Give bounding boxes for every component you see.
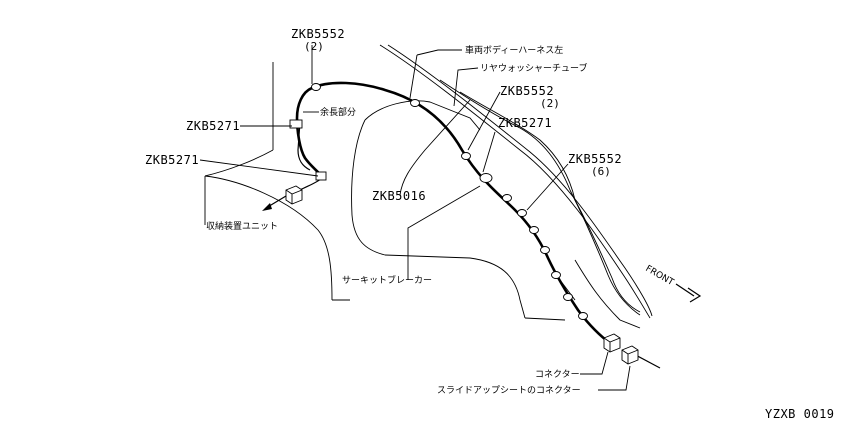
label-zkb5552-top: ZKB5552 <box>291 27 345 41</box>
label-front: FRONT <box>644 264 676 288</box>
label-zkb5271-left-lower: ZKB5271 <box>145 153 199 167</box>
label-storage-unit: 収納装置ユニット <box>206 220 278 232</box>
label-circuit-breaker: サーキットブレーカー <box>342 274 432 286</box>
label-rear-washer-tube: リヤウォッシャーチューブ <box>480 62 587 74</box>
figure-code: YZXB 0019 <box>765 407 835 421</box>
clip <box>551 271 561 279</box>
arrow-to-storage-unit <box>262 195 287 211</box>
clip <box>578 312 588 320</box>
label-zkb5552-mid: ZKB5552 <box>500 84 554 98</box>
label-zkb5271-mid: ZKB5271 <box>498 116 552 130</box>
harness-clips <box>289 83 588 320</box>
clip <box>461 152 471 160</box>
clip <box>410 99 420 107</box>
clip <box>563 293 573 301</box>
label-connector: コネクター <box>535 369 580 380</box>
front-direction-arrow <box>675 283 702 303</box>
vehicle-body-harness <box>294 81 661 369</box>
clip <box>540 246 550 254</box>
connectors <box>285 185 639 365</box>
leader-lines <box>199 45 631 391</box>
label-zkb5552-right: ZKB5552 <box>568 152 622 166</box>
clip <box>529 226 539 234</box>
clip <box>517 209 527 217</box>
label-excess-length: 余長部分 <box>320 106 356 118</box>
label-zkb5552-right-qty: (6) <box>591 165 611 178</box>
label-body-harness-left: 車両ボディーハーネス左 <box>465 44 563 56</box>
label-zkb5271-left-upper: ZKB5271 <box>186 119 240 133</box>
label-zkb5552-top-qty: (2) <box>304 40 324 53</box>
body-outline <box>204 44 653 329</box>
label-slide-up-seat-connector: スライドアップシートのコネクター <box>437 385 581 396</box>
clip <box>479 173 493 183</box>
clip <box>502 194 512 202</box>
label-zkb5552-mid-qty: (2) <box>540 97 560 110</box>
clip <box>289 119 303 129</box>
label-zkb5016: ZKB5016 <box>372 189 426 203</box>
clip <box>311 83 321 91</box>
